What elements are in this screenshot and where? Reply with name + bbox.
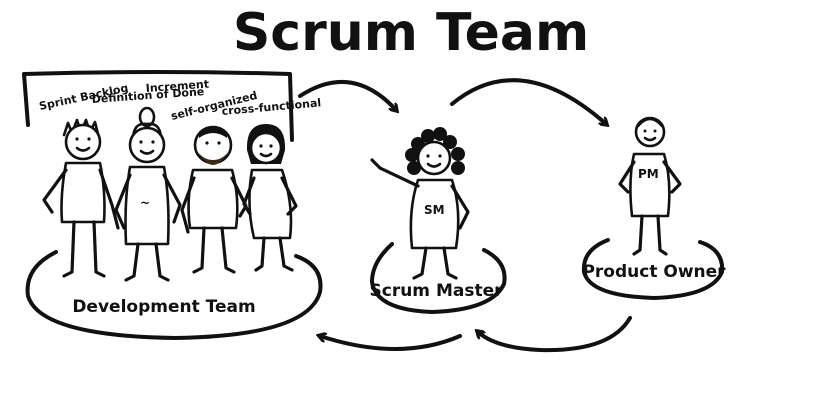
arrow-po-to-sm	[478, 316, 632, 353]
dev-person-green	[42, 118, 120, 278]
annotation-increment: Increment	[145, 78, 209, 95]
arrow-sm-to-po	[450, 78, 606, 124]
dev-team-bowl	[25, 250, 323, 340]
product-owner-figure: PM	[618, 116, 682, 256]
product-owner-bowl	[581, 238, 725, 300]
dev-team-frame	[22, 70, 294, 142]
scrum-master-badge: SM	[424, 203, 445, 217]
dev-team-label: Development Team	[72, 297, 255, 317]
product-owner-badge: PM	[638, 167, 659, 181]
scrum-master-figure: SM	[370, 127, 470, 280]
product-owner-label: Product Owner	[582, 262, 726, 282]
arrow-dev-to-sm	[298, 80, 396, 110]
dev-person-purple	[180, 125, 248, 274]
scrum-master-label: Scrum Master	[370, 281, 504, 301]
arrow-sm-to-dev	[320, 336, 462, 351]
dev-person-yellow: ~	[114, 106, 182, 282]
diagram-title: Scrum Team	[233, 3, 589, 63]
dev-person-yellow-badge: ~	[140, 196, 150, 210]
dev-person-blue	[242, 124, 298, 272]
scrum-master-bowl	[370, 242, 507, 314]
